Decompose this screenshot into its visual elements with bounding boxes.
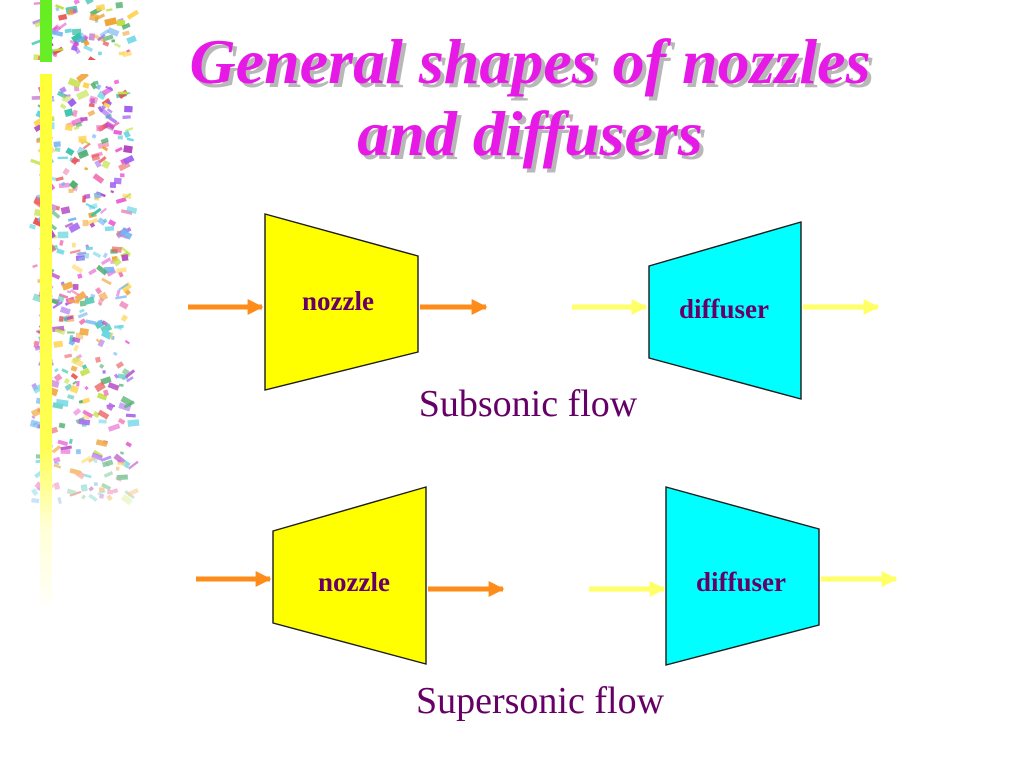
subsonic-diffuser-group: diffuser <box>648 221 802 400</box>
subsonic-diffuser-label: diffuser <box>679 294 769 324</box>
supersonic-nozzle-label: nozzle <box>318 567 390 597</box>
supersonic-diffuser-label: diffuser <box>696 567 786 597</box>
subsonic-nozzle-label: nozzle <box>302 286 374 316</box>
subsonic-nozzle-group: nozzle <box>264 213 419 391</box>
supersonic-nozzle-shape <box>272 486 427 665</box>
supersonic-diffuser-group: diffuser <box>665 486 820 666</box>
subsonic-nozzle-shape <box>264 213 419 391</box>
supersonic-caption: Supersonic flow <box>416 680 665 722</box>
subsonic-caption: Subsonic flow <box>419 383 638 425</box>
supersonic-nozzle-group: nozzle <box>272 486 427 665</box>
subsonic-diffuser-shape <box>648 221 802 400</box>
supersonic-diffuser-shape <box>665 486 820 666</box>
decorative-side-bar <box>28 0 140 620</box>
slide-title: General shapes of nozzles and diffusers <box>189 26 871 169</box>
